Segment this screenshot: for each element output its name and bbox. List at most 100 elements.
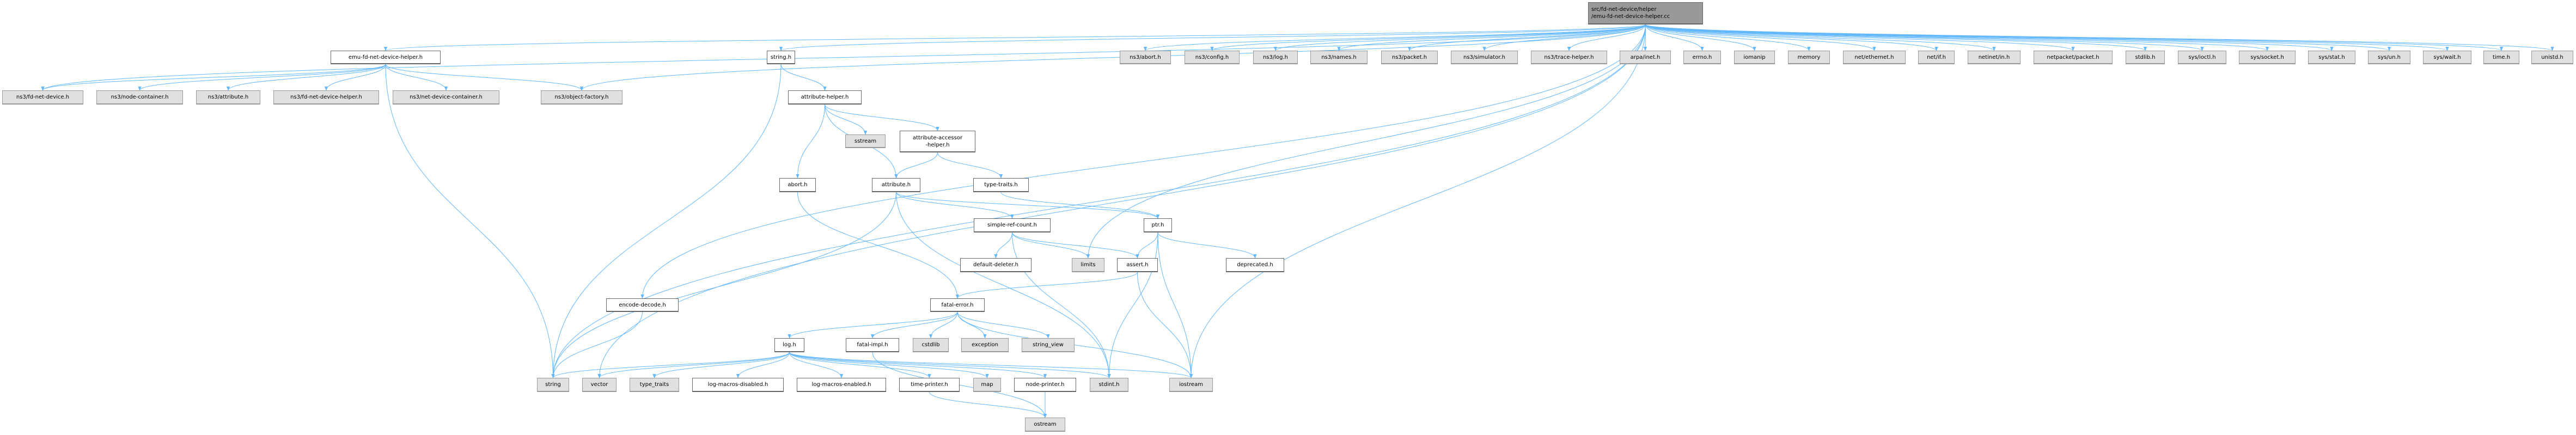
edge-root-to-ns3trace xyxy=(1567,24,1646,51)
node-vector: vector xyxy=(582,378,616,392)
node-log-macros-enabled-h[interactable]: log-macros-enabled.h xyxy=(797,378,886,392)
node-sys-wait-h: sys/wait.h xyxy=(2423,51,2471,64)
edge-attrhelper-to-aborth xyxy=(796,104,825,179)
node-iomanip: iomanip xyxy=(1734,51,1775,64)
node-attribute-helper-h[interactable]: attribute-helper.h xyxy=(788,90,862,105)
node-emu-fd-net-device-helper-h[interactable]: emu-fd-net-device-helper.h xyxy=(331,51,441,64)
edge-timep-to-ostream xyxy=(929,391,1047,418)
edge-logh-to-nodep xyxy=(789,352,1047,378)
edge-fatal-to-exception xyxy=(957,311,987,339)
edge-encode-to-string xyxy=(551,311,643,378)
node-arpa-inet-h: arpa/inet.h xyxy=(1620,51,1671,64)
node-stdlib-h: stdlib.h xyxy=(2126,51,2165,64)
node-log-macros-disabled-h[interactable]: log-macros-disabled.h xyxy=(692,378,784,392)
edge-ptr-to-deprecated xyxy=(1157,232,1257,259)
node-time-h: time.h xyxy=(2483,51,2519,64)
node-ostream: ostream xyxy=(1025,418,1065,432)
edge-root-to-netinet xyxy=(1645,24,1996,51)
edge-assert-to-iostream xyxy=(1137,272,1193,378)
edge-root-to-stdlib xyxy=(1645,24,2147,51)
node-time-printer-h[interactable]: time-printer.h xyxy=(899,378,960,392)
node-string-h[interactable]: string.h xyxy=(767,51,795,64)
edge-ptr-to-iostream xyxy=(1157,232,1193,378)
node-map: map xyxy=(973,378,1001,392)
node-cstdlib: cstdlib xyxy=(913,338,949,352)
node-sys-ioctl-h: sys/ioctl.h xyxy=(2178,51,2226,64)
edge-fatal-to-logh xyxy=(788,311,958,339)
node-string: string xyxy=(537,378,569,392)
edge-root-to-ns3packet xyxy=(1407,24,1646,51)
node-sys-stat-h: sys/stat.h xyxy=(2308,51,2355,64)
node-ptr-h[interactable]: ptr.h xyxy=(1144,218,1172,232)
edge-emuh-to-string xyxy=(385,64,555,378)
node-ns3-attribute-h: ns3/attribute.h xyxy=(196,90,260,105)
edge-root-to-memory xyxy=(1645,24,1811,51)
edge-root-to-time xyxy=(1645,24,2503,51)
node-simple-ref-count-h[interactable]: simple-ref-count.h xyxy=(974,218,1051,232)
node-encode-decode-h[interactable]: encode-decode.h xyxy=(606,298,679,312)
edge-root-to-encode xyxy=(640,24,1646,299)
node-exception: exception xyxy=(961,338,1009,352)
edge-root-to-arpa xyxy=(1643,24,1647,51)
edge-root-to-string xyxy=(551,24,1646,378)
edge-stringh-to-attrhelper xyxy=(780,64,827,91)
edge-root-to-vector xyxy=(597,24,1646,378)
node-deprecated-h[interactable]: deprecated.h xyxy=(1226,258,1284,272)
node-ns3-config-h: ns3/config.h xyxy=(1185,51,1240,64)
node-fatal-impl-h[interactable]: fatal-impl.h xyxy=(846,338,899,352)
node-fatal-error-h[interactable]: fatal-error.h xyxy=(930,298,985,312)
edge-simpleref-to-assert xyxy=(1012,232,1139,259)
node-ns3-fd-net-device-h: ns3/fd-net-device.h xyxy=(2,90,83,105)
node-assert-h[interactable]: assert.h xyxy=(1117,258,1158,272)
node-ns3-net-device-container-h: ns3/net-device-container.h xyxy=(393,90,499,105)
edge-root-to-iostream xyxy=(1189,24,1646,378)
edge-logh-to-lme xyxy=(789,352,844,378)
node-type-traits-h[interactable]: type-traits.h xyxy=(973,178,1029,192)
edge-emuh-to-nodec xyxy=(138,64,386,91)
edge-root-to-ns3sim xyxy=(1482,24,1646,51)
node-ns3-names-h: ns3/names.h xyxy=(1310,51,1368,64)
node-ns3-simulator-h: ns3/simulator.h xyxy=(1451,51,1518,64)
node-ns3-packet-h: ns3/packet.h xyxy=(1381,51,1438,64)
edge-emuh-to-ndc xyxy=(385,64,448,91)
edge-root-to-ns3log xyxy=(1274,24,1646,51)
edge-fatal-to-fatalimpl xyxy=(870,311,958,339)
node-attribute-accessor-helper-h[interactable]: attribute-accessor -helper.h xyxy=(900,131,975,152)
node-limits: limits xyxy=(1072,258,1104,272)
node-sys-socket-h: sys/socket.h xyxy=(2239,51,2296,64)
edge-aborth-to-fatal xyxy=(797,192,960,299)
edge-assert-to-fatal xyxy=(955,272,1138,299)
node-default-deleter-h[interactable]: default-deleter.h xyxy=(960,258,1031,272)
edge-emuh-to-fdndh xyxy=(324,64,386,91)
node-ns3-log-h: ns3/log.h xyxy=(1253,51,1298,64)
edge-attrh-to-string xyxy=(551,192,896,378)
edge-root-to-limits xyxy=(1086,24,1646,259)
node-ns3-trace-helper-h: ns3/trace-helper.h xyxy=(1531,51,1607,64)
edge-root-to-ioctl xyxy=(1645,24,2204,51)
edge-logh-to-timep xyxy=(789,352,931,378)
edge-accessor-to-typetraitsh xyxy=(937,152,1003,179)
edge-root-to-socket xyxy=(1645,24,2269,51)
edge-attrhelper-to-sstream xyxy=(825,104,868,135)
edge-accessor-to-attrh xyxy=(894,152,938,179)
edge-root-to-ns3config xyxy=(1210,24,1646,51)
edge-simpleref-to-stdint xyxy=(1012,232,1111,378)
edge-root-to-ns3names xyxy=(1337,24,1646,51)
edge-simpleref-to-defdel xyxy=(994,232,1012,259)
node-node-printer-h[interactable]: node-printer.h xyxy=(1014,378,1076,392)
node-abort-h[interactable]: abort.h xyxy=(779,178,816,192)
node-attribute-h[interactable]: attribute.h xyxy=(872,178,920,192)
edge-logh-to-stdint xyxy=(789,352,1111,378)
node-netpacket-packet-h: netpacket/packet.h xyxy=(2034,51,2113,64)
edge-attrh-to-ptr xyxy=(896,192,1160,219)
edge-fatal-to-stringview xyxy=(957,311,1050,339)
edge-attrh-to-simpleref xyxy=(896,192,1014,219)
node-errno-h: errno.h xyxy=(1683,51,1721,64)
node-net-ethernet-h: net/ethernet.h xyxy=(1843,51,1906,64)
edge-root-to-emuh xyxy=(384,24,1646,51)
edge-root-to-stringh xyxy=(779,24,1646,51)
edge-attrhelper-to-accessor xyxy=(825,104,939,131)
node-src-fd-net-device-helper-emu-fd-net-device-helper-cc[interactable]: src/fd-net-device/helper /emu-fd-net-dev… xyxy=(1588,2,1703,24)
node-log-h[interactable]: log.h xyxy=(774,338,804,352)
node-iostream: iostream xyxy=(1169,378,1213,392)
